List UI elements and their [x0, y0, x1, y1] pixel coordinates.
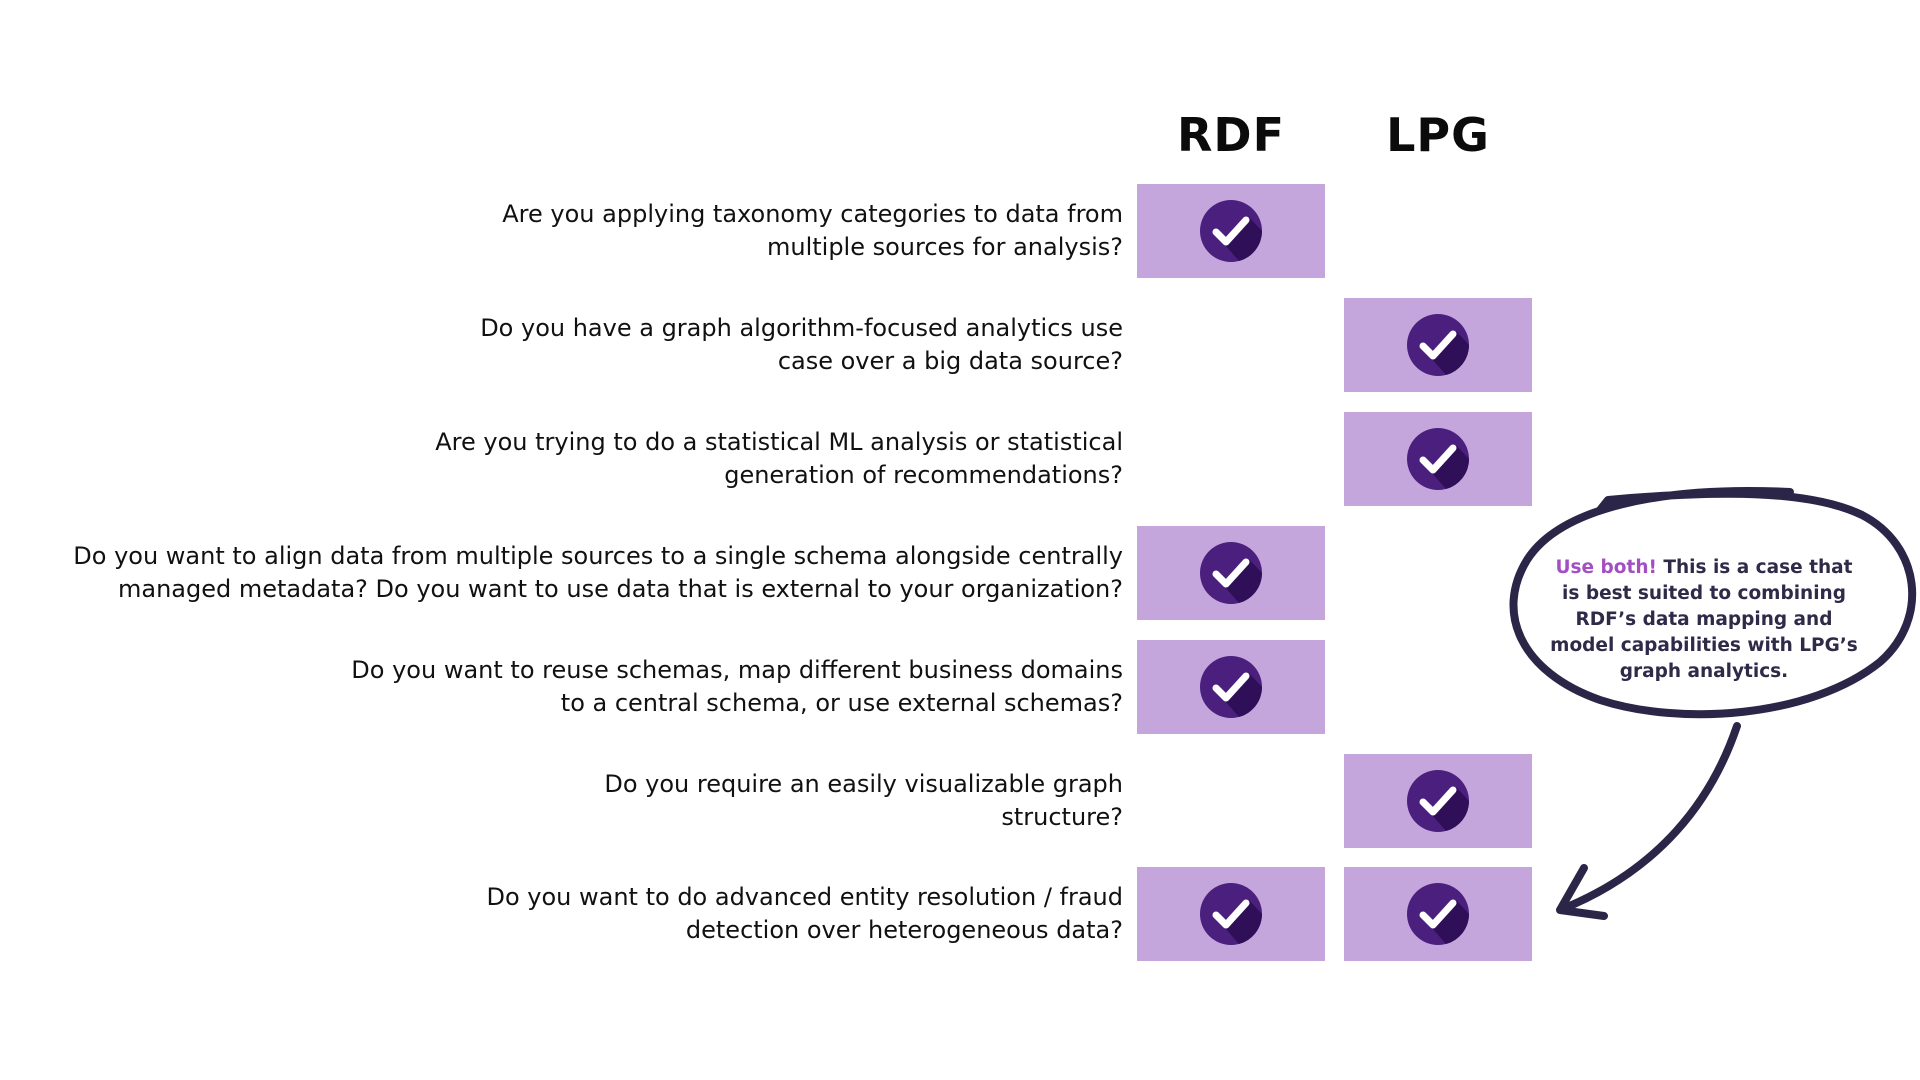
callout-text: Use both! This is a case that is best su…: [1546, 555, 1862, 685]
question-row: Are you trying to do a statistical ML an…: [0, 412, 1920, 506]
callout-highlight: Use both!: [1555, 557, 1657, 578]
rdf-cell-empty: [1137, 754, 1325, 848]
check-circle-icon: [1407, 428, 1469, 490]
question-row: Do you have a graph algorithm-focused an…: [0, 298, 1920, 392]
question-text: Do you want to do advanced entity resolu…: [486, 883, 1123, 944]
question-text: Are you applying taxonomy categories to …: [502, 200, 1123, 261]
question-text: Do you have a graph algorithm-focused an…: [480, 314, 1123, 375]
rdf-cell-checked: [1137, 526, 1325, 620]
question-text: Do you require an easily visualizable gr…: [604, 770, 1123, 831]
lpg-cell-empty: [1344, 640, 1532, 734]
question-text: Do you want to align data from multiple …: [73, 542, 1123, 603]
question-row: Do you want to align data from multiple …: [0, 526, 1920, 620]
check-circle-icon: [1407, 770, 1469, 832]
check-circle-icon: [1407, 314, 1469, 376]
question-row: Are you applying taxonomy categories to …: [0, 184, 1920, 278]
question-text: Are you trying to do a statistical ML an…: [435, 428, 1123, 489]
column-header-lpg: LPG: [1386, 108, 1490, 162]
lpg-cell-checked: [1344, 298, 1532, 392]
rdf-cell-checked: [1137, 640, 1325, 734]
callout-body: This is a case that is best suited to co…: [1550, 557, 1858, 682]
lpg-cell-checked: [1344, 867, 1532, 961]
check-circle-icon: [1407, 883, 1469, 945]
lpg-cell-empty: [1344, 184, 1532, 278]
rdf-cell-empty: [1137, 298, 1325, 392]
question-row: Do you want to reuse schemas, map differ…: [0, 640, 1920, 734]
lpg-cell-empty: [1344, 526, 1532, 620]
check-circle-icon: [1200, 200, 1262, 262]
rdf-cell-checked: [1137, 184, 1325, 278]
check-circle-icon: [1200, 542, 1262, 604]
rdf-cell-empty: [1137, 412, 1325, 506]
column-header-rdf: RDF: [1176, 108, 1286, 162]
lpg-cell-checked: [1344, 754, 1532, 848]
check-circle-icon: [1200, 883, 1262, 945]
lpg-cell-checked: [1344, 412, 1532, 506]
rdf-cell-checked: [1137, 867, 1325, 961]
question-row: Do you require an easily visualizable gr…: [0, 754, 1920, 848]
check-circle-icon: [1200, 656, 1262, 718]
question-text: Do you want to reuse schemas, map differ…: [351, 656, 1123, 717]
question-row: Do you want to do advanced entity resolu…: [0, 867, 1920, 961]
